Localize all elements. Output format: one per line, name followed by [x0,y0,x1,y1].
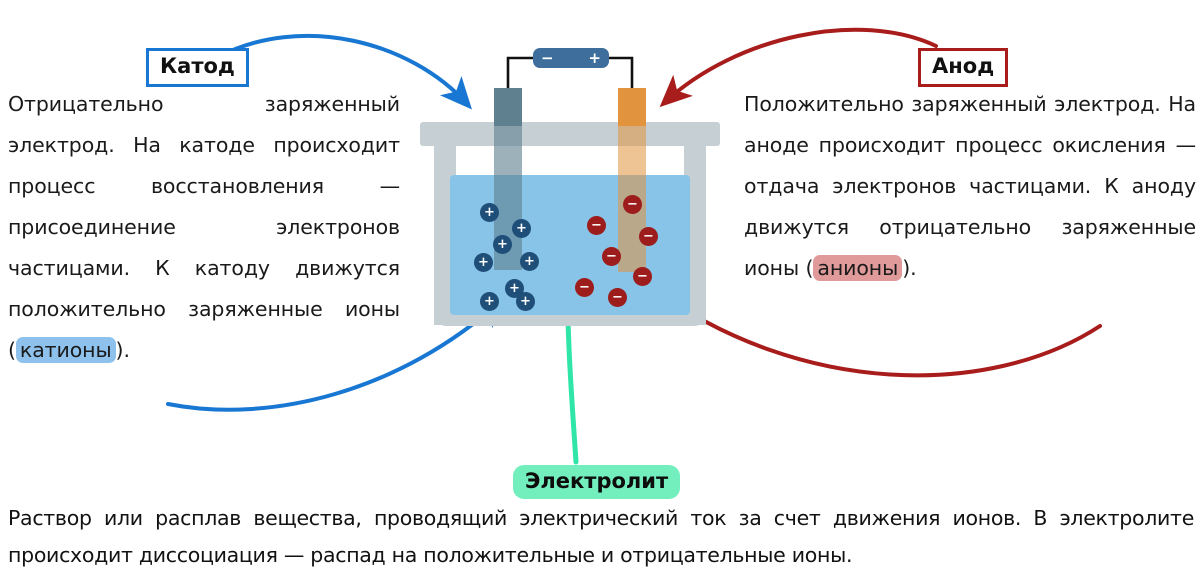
cathode-label-chip[interactable]: Катод [146,48,249,87]
anion-marker: − [602,247,621,266]
anion-marker: − [633,267,652,286]
cation-highlight: катионы [15,337,116,363]
ion-layer: ++++++++−−−−−−− [420,40,720,330]
electrolysis-cell: − + ++++++++−−−−−−− [420,40,720,330]
cathode-label-text: Катод [160,54,235,78]
anion-highlight: анионы [813,255,903,281]
anode-description-part1: Положительно заряженный электрод. На ано… [744,92,1196,280]
cation-marker: + [516,292,535,311]
anion-marker: − [608,288,627,307]
cation-marker: + [480,203,499,222]
cation-marker: + [480,292,499,311]
anode-electrode[interactable] [618,88,646,126]
anode-label-chip[interactable]: Анод [918,48,1009,87]
battery[interactable]: − + [533,48,609,68]
battery-plus-terminal: + [588,48,601,67]
anion-marker: − [587,216,606,235]
anion-marker: − [639,227,658,246]
anode-label-text: Анод [932,54,995,78]
anion-marker: − [623,195,642,214]
anode-description-part2: ). [902,256,917,280]
battery-minus-terminal: − [541,48,554,67]
cathode-description: Отрицательно заряженный электрод. На кат… [8,84,400,371]
cation-marker: + [520,252,539,271]
electrolyte-label-text: Электролит [525,469,669,493]
anode-description: Положительно заряженный электрод. На ано… [744,84,1196,289]
anion-marker: − [575,278,594,297]
cathode-electrode[interactable] [494,88,522,126]
electrolyte-label-chip[interactable]: Электролит [513,465,681,499]
cation-marker: + [512,219,531,238]
beaker-rim [420,122,720,146]
cation-marker: + [474,253,493,272]
cathode-description-part1: Отрицательно заряженный электрод. На кат… [8,92,400,362]
cation-marker: + [493,235,512,254]
electrolyte-caption: Раствор или расплав вещества, проводящий… [8,506,1194,567]
cathode-description-part2: ). [115,338,130,362]
